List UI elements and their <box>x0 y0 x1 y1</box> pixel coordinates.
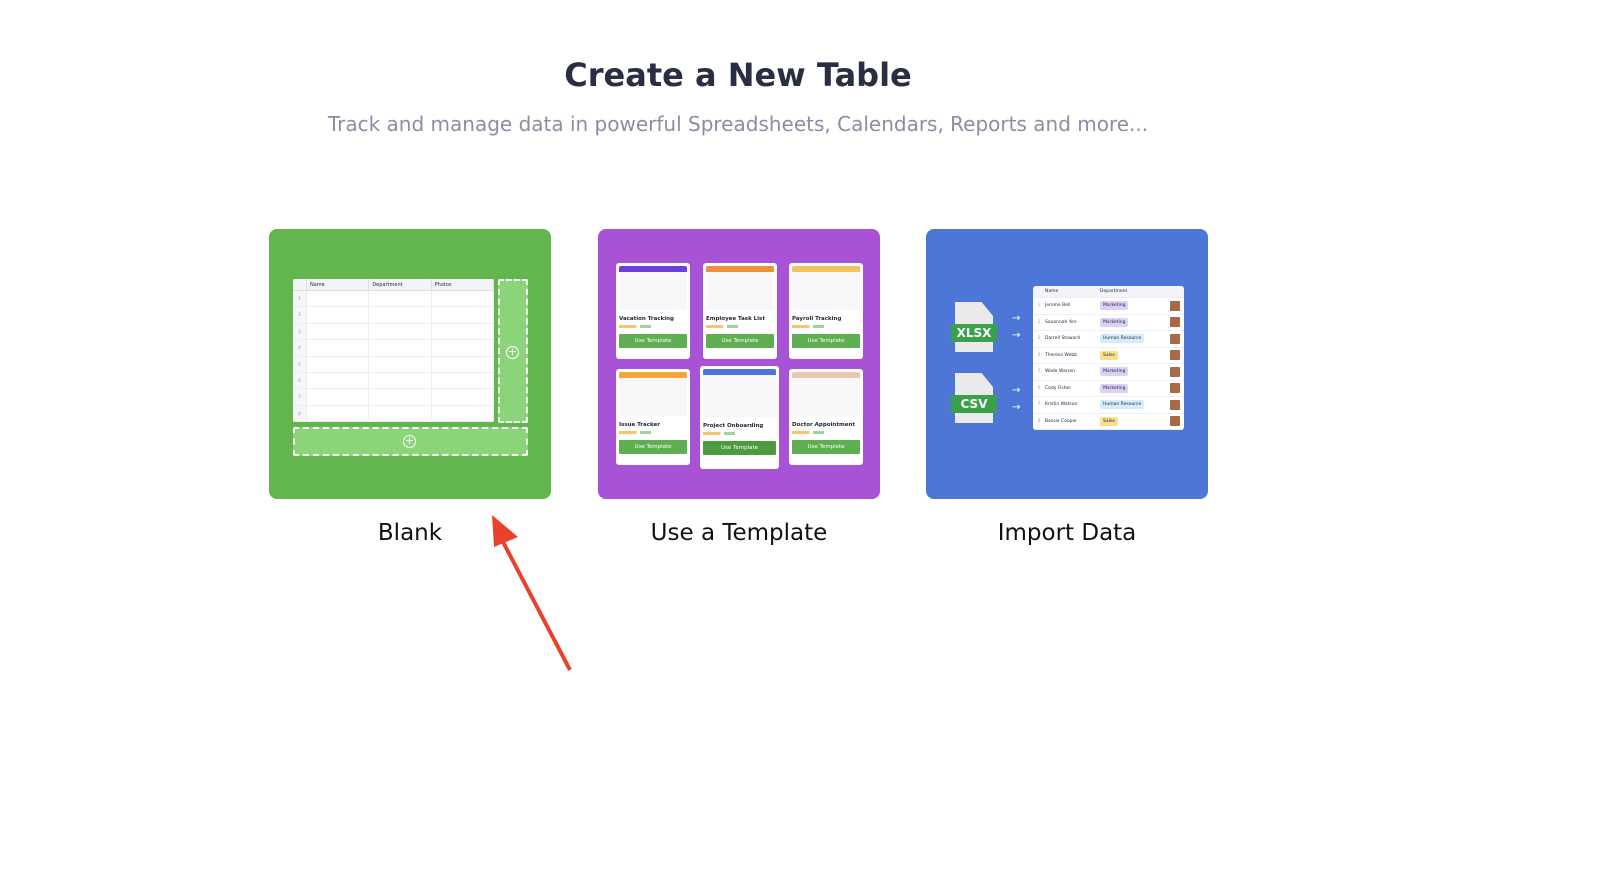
template-preview <box>792 372 860 416</box>
template-name: Payroll Tracking <box>792 316 842 322</box>
use-template-button[interactable]: Use Template <box>619 334 687 348</box>
photo-thumbnail <box>1170 333 1180 344</box>
template-preview <box>706 266 774 310</box>
template-name: Project Onboarding <box>703 423 764 429</box>
department-tag: Marketing <box>1100 317 1129 327</box>
arrow-right-icon: → <box>1012 402 1021 413</box>
use-template-label[interactable]: Use a Template <box>650 520 828 546</box>
add-column-area <box>498 279 528 423</box>
column-header: Department <box>1100 289 1128 294</box>
page-subtitle: Track and manage data in powerful Spread… <box>327 112 1149 136</box>
photo-thumbnail <box>1170 317 1180 328</box>
department-tag: Sales <box>1100 416 1118 426</box>
department-tag: Human Resource <box>1100 400 1145 410</box>
template-name: Vacation Tracking <box>619 316 674 322</box>
blank-label[interactable]: Blank <box>377 520 443 546</box>
template-preview <box>792 266 860 310</box>
photo-thumbnail <box>1170 399 1180 410</box>
arrow-right-icon: → <box>1012 313 1021 324</box>
photo-thumbnail <box>1170 300 1180 311</box>
use-template-button[interactable]: Use Template <box>792 440 860 454</box>
template-preview <box>703 369 776 417</box>
xlsx-file-icon: XLSX <box>951 302 997 352</box>
column-header: Photos <box>432 279 494 290</box>
import-data-label[interactable]: Import Data <box>997 520 1137 546</box>
column-header: Name <box>307 279 370 290</box>
arrow-right-icon: → <box>1012 330 1021 341</box>
use-template-button[interactable]: Use Template <box>703 441 776 455</box>
photo-thumbnail <box>1170 366 1180 377</box>
photo-thumbnail <box>1170 383 1180 394</box>
template-preview <box>619 266 687 310</box>
department-tag: Marketing <box>1100 367 1129 377</box>
template-name: Employee Task List <box>706 316 765 322</box>
department-tag: Sales <box>1100 350 1118 360</box>
use-template-button[interactable]: Use Template <box>706 334 774 348</box>
department-tag: Marketing <box>1100 301 1129 311</box>
department-tag: Marketing <box>1100 383 1129 393</box>
template-preview <box>619 372 687 416</box>
photo-thumbnail <box>1170 350 1180 361</box>
column-header: Name <box>1045 289 1059 294</box>
template-name: Doctor Appointment <box>792 422 855 428</box>
photo-thumbnail <box>1170 416 1180 427</box>
arrow-right-icon: → <box>1012 385 1021 396</box>
department-tag: Human Resource <box>1100 334 1145 344</box>
use-template-button[interactable]: Use Template <box>792 334 860 348</box>
use-template-button[interactable]: Use Template <box>619 440 687 454</box>
csv-file-icon: CSV <box>951 373 997 423</box>
page-title: Create a New Table <box>564 56 912 94</box>
red-arrow-annotation <box>492 515 572 671</box>
plus-icon: + <box>506 345 519 359</box>
template-name: Issue Tracker <box>619 422 660 428</box>
plus-icon: + <box>403 434 416 448</box>
column-header: Department <box>369 279 432 290</box>
